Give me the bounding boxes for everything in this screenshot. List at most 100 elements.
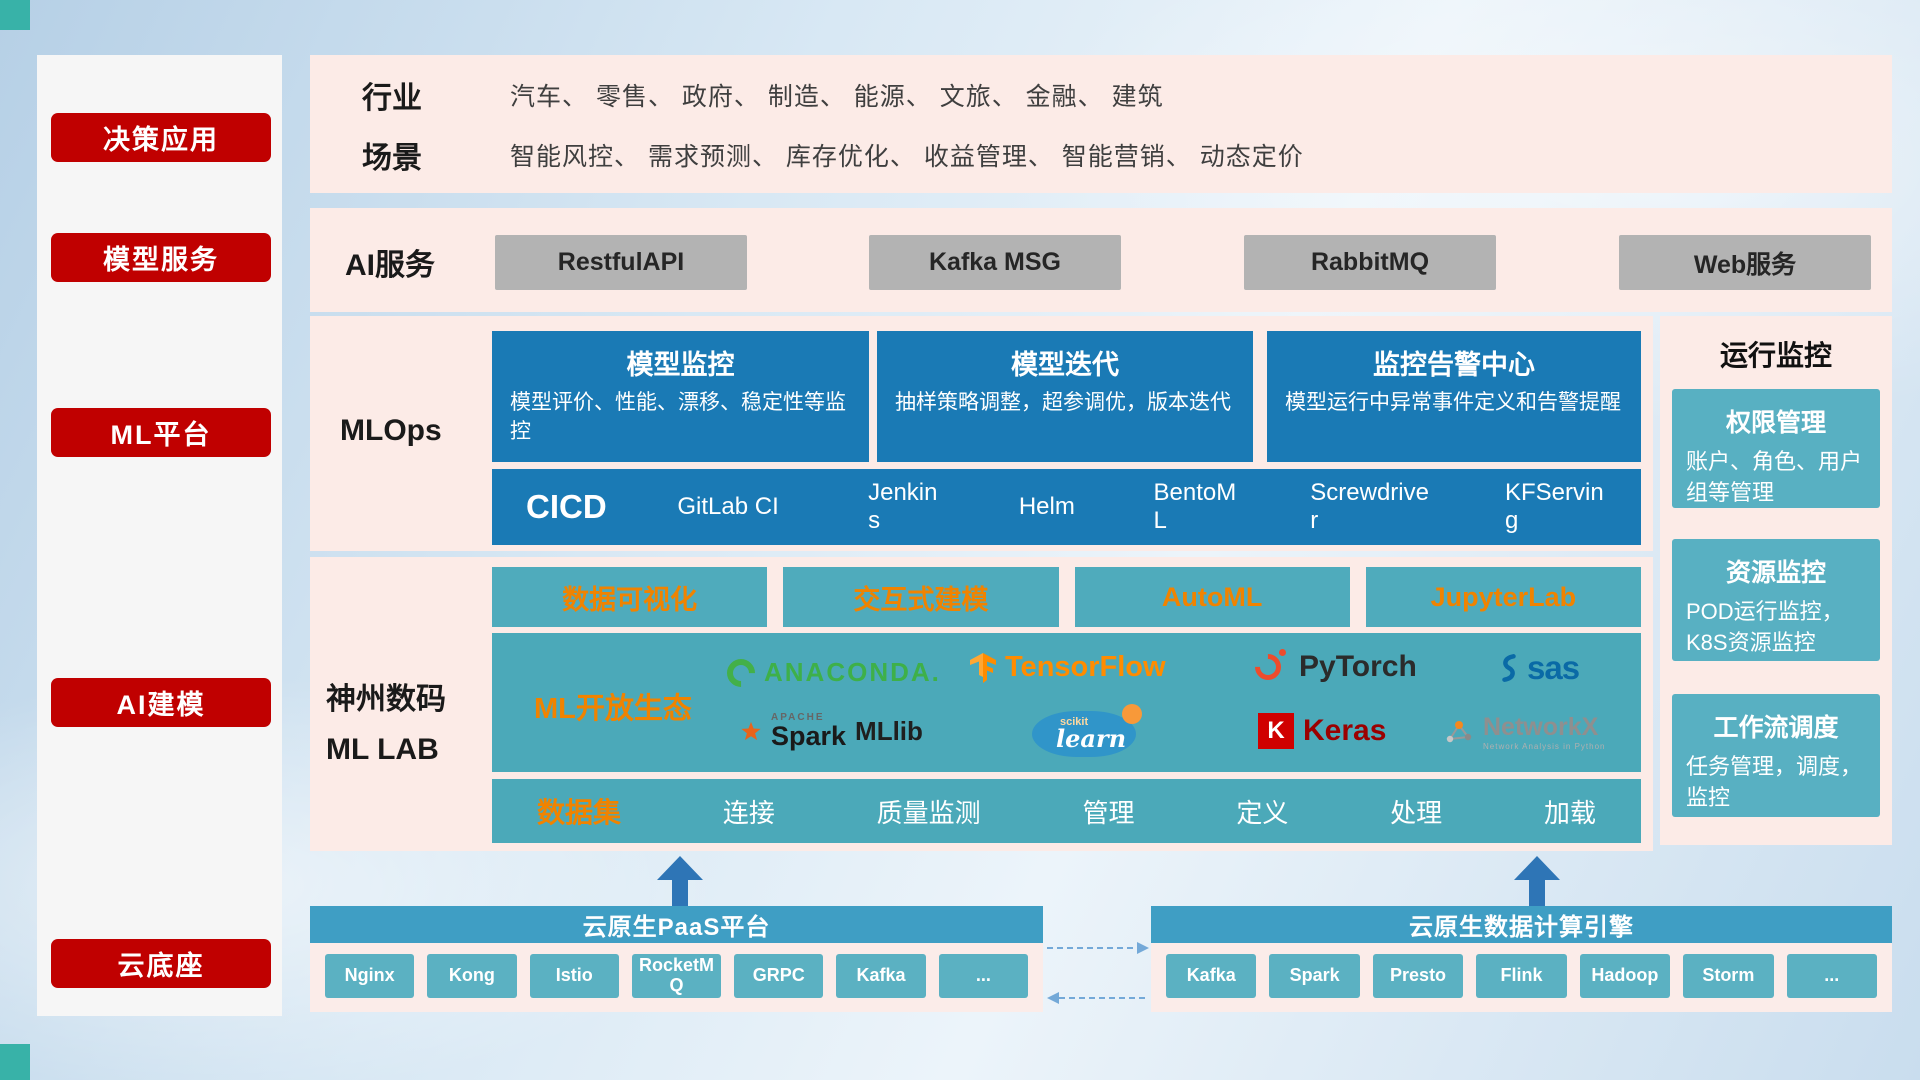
mlops-panel: MLOps 模型监控 模型评价、性能、漂移、稳定性等监控 模型迭代 抽样策略调整… xyxy=(310,316,1653,551)
tool-automl[interactable]: AutoML xyxy=(1074,567,1350,627)
keras-wordmark: Keras xyxy=(1303,714,1387,747)
ml-lab-label: 神州数码 ML LAB xyxy=(326,675,492,774)
sas-icon xyxy=(1502,654,1516,682)
spark-logo: APACHE Spark MLlib xyxy=(740,713,923,750)
service-rabbitmq-button[interactable]: RabbitMQ xyxy=(1244,235,1496,290)
cicd-label: CICD xyxy=(526,488,607,525)
tool-data-visualization[interactable]: 数据可视化 xyxy=(492,567,768,627)
networkx-subtitle: Network Analysis in Python xyxy=(1483,741,1606,751)
corner-decor-bottom xyxy=(0,1044,30,1080)
tool-jupyterlab[interactable]: JupyterLab xyxy=(1365,567,1641,627)
paas-grpc-button[interactable]: GRPC xyxy=(734,954,824,998)
networkx-wordmark: NetworkX Network Analysis in Python xyxy=(1483,713,1606,751)
engine-storm-button[interactable]: Storm xyxy=(1683,954,1774,998)
permission-card: 权限管理 账户、角色、用户组等管理 xyxy=(1672,389,1880,508)
sidebar-item-cloud-base[interactable]: 云底座 xyxy=(51,939,271,988)
anaconda-logo: ANACONDA. xyxy=(721,652,941,693)
scikit-text: scikit xyxy=(1060,716,1089,728)
tensorflow-wordmark: TensorFlow xyxy=(1005,651,1166,683)
networkx-logo: NetworkX Network Analysis in Python xyxy=(1444,713,1606,751)
card-desc: 账户、角色、用户组等管理 xyxy=(1686,449,1863,505)
alert-center-card: 监控告警中心 模型运行中异常事件定义和告警提醒 xyxy=(1267,331,1641,462)
paas-more-button[interactable]: ... xyxy=(938,954,1028,998)
card-title: 工作流调度 xyxy=(1713,714,1839,742)
resource-monitor-card: 资源监控 POD运行监控，K8S资源监控 xyxy=(1672,539,1880,661)
spark-wordmark: APACHE Spark xyxy=(771,713,846,750)
pytorch-icon xyxy=(1249,648,1290,686)
service-web-button[interactable]: Web服务 xyxy=(1619,235,1871,290)
card-desc: 模型评价、性能、漂移、稳定性等监控 xyxy=(510,391,846,444)
left-rail xyxy=(37,55,282,1016)
engine-spark-button[interactable]: Spark xyxy=(1269,954,1360,998)
paas-istio-button[interactable]: Istio xyxy=(529,954,619,998)
corner-decor-top xyxy=(0,0,30,30)
cicd-tool-kfserving: KFServing xyxy=(1504,479,1604,534)
engine-flink-button[interactable]: Flink xyxy=(1476,954,1567,998)
networkx-text: NetworkX xyxy=(1483,713,1599,741)
anaconda-icon xyxy=(721,652,761,693)
service-restfulapi-button[interactable]: RestfulAPI xyxy=(495,235,747,290)
card-title: 资源监控 xyxy=(1725,559,1826,587)
engine-hadoop-button[interactable]: Hadoop xyxy=(1579,954,1671,998)
dataset-define: 定义 xyxy=(1236,797,1289,828)
ai-service-panel: AI服务 RestfulAPI Kafka MSG RabbitMQ Web服务 xyxy=(310,208,1892,312)
keras-logo: K Keras xyxy=(1258,713,1386,749)
spark-text: Spark xyxy=(771,721,847,751)
paas-nginx-button[interactable]: Nginx xyxy=(325,954,415,998)
sidebar-item-ai-modeling[interactable]: AI建模 xyxy=(51,678,271,727)
ml-lab-label-line2: ML LAB xyxy=(326,732,439,766)
scenario-list: 智能风控、 需求预测、 库存优化、 收益管理、 智能营销、 动态定价 xyxy=(510,143,1304,171)
engine-presto-button[interactable]: Presto xyxy=(1372,954,1464,998)
card-title: 权限管理 xyxy=(1725,409,1826,437)
card-title: 模型迭代 xyxy=(1011,350,1119,380)
card-title: 模型监控 xyxy=(626,350,735,380)
industry-row: 行业 汽车、 零售、 政府、 制造、 能源、 文旅、 金融、 建筑 xyxy=(362,73,1862,117)
ai-service-label: AI服务 xyxy=(345,249,435,282)
engine-more-button[interactable]: ... xyxy=(1786,954,1877,998)
scikit-learn-icon xyxy=(1032,711,1136,757)
dashed-arrow-left xyxy=(1047,992,1149,1004)
card-desc: 抽样策略调整，超参调优，版本迭代 xyxy=(895,391,1231,414)
scenario-label: 场景 xyxy=(362,142,422,175)
tensorflow-icon xyxy=(970,652,996,683)
scikit-learn-logo: scikit learn xyxy=(1032,704,1142,757)
model-iteration-card: 模型迭代 抽样策略调整，超参调优，版本迭代 xyxy=(877,331,1253,462)
sidebar-item-decision-apps[interactable]: 决策应用 xyxy=(51,113,271,162)
cicd-tool-jenkins: Jenkins xyxy=(868,479,938,534)
industry-list: 汽车、 零售、 政府、 制造、 能源、 文旅、 金融、 建筑 xyxy=(510,83,1164,111)
engine-kafka-button[interactable]: Kafka xyxy=(1166,954,1257,998)
industry-label: 行业 xyxy=(362,82,422,115)
cicd-tool-bentoml: BentoML xyxy=(1153,479,1237,534)
dataset-label: 数据集 xyxy=(537,797,622,828)
tensorflow-logo: TensorFlow xyxy=(970,651,1166,684)
paas-kong-button[interactable]: Kong xyxy=(427,954,517,998)
sas-wordmark: sas xyxy=(1527,649,1580,686)
data-engine-title: 云原生数据计算引擎 xyxy=(1151,906,1892,943)
spark-apache-text: APACHE xyxy=(771,712,825,723)
pytorch-wordmark: PyTorch xyxy=(1299,650,1417,683)
paas-kafka-button[interactable]: Kafka xyxy=(836,954,926,998)
sidebar-item-model-service[interactable]: 模型服务 xyxy=(51,233,271,282)
up-arrow-left xyxy=(657,856,703,906)
cicd-tool-helm: Helm xyxy=(1018,493,1075,521)
ml-ecosystem-box: ML开放生态 ANACONDA. TensorFlow PyTorch xyxy=(492,633,1641,772)
learn-text: learn xyxy=(1056,724,1127,753)
model-monitoring-card: 模型监控 模型评价、性能、漂移、稳定性等监控 xyxy=(492,331,869,462)
scikit-learn-orange-dot xyxy=(1122,704,1142,724)
data-engine-group: 云原生数据计算引擎 Kafka Spark Presto Flink Hadoo… xyxy=(1151,906,1892,1012)
sidebar-item-ml-platform[interactable]: ML平台 xyxy=(51,408,271,457)
pytorch-logo: PyTorch xyxy=(1249,648,1417,686)
service-kafka-msg-button[interactable]: Kafka MSG xyxy=(869,235,1121,290)
dataset-bar: 数据集 连接 质量监测 管理 定义 处理 加载 xyxy=(492,779,1641,843)
ml-ecosystem-label: ML开放生态 xyxy=(534,693,692,725)
paas-platform-group: 云原生PaaS平台 Nginx Kong Istio RocketMQ GRPC… xyxy=(310,906,1043,1012)
dashed-arrow-right xyxy=(1047,942,1149,954)
paas-rocketmq-button[interactable]: RocketMQ xyxy=(631,954,722,998)
dataset-process: 处理 xyxy=(1390,797,1443,828)
run-monitor-title: 运行监控 xyxy=(1719,340,1832,371)
tool-interactive-modeling[interactable]: 交互式建模 xyxy=(783,567,1059,627)
mllib-wordmark: MLlib xyxy=(855,716,923,746)
dataset-quality: 质量监测 xyxy=(876,797,981,828)
anaconda-wordmark: ANACONDA. xyxy=(764,657,941,687)
